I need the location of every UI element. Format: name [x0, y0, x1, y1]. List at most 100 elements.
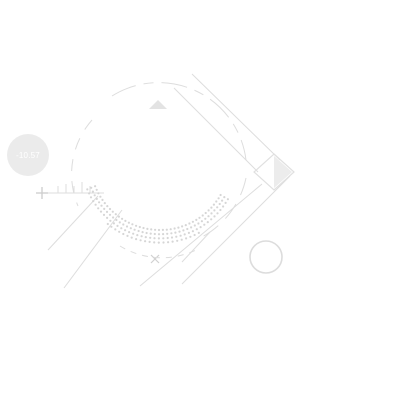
bottom-dashed-arc	[119, 245, 197, 259]
band-dot	[153, 237, 156, 240]
band-dot	[181, 225, 184, 228]
band-dot	[213, 209, 216, 212]
band-dot	[128, 231, 131, 234]
band-dot	[162, 233, 165, 236]
band-dot	[89, 196, 93, 199]
band-dot	[135, 238, 138, 241]
band-dot	[97, 207, 100, 210]
band-dot	[115, 218, 118, 222]
band-dot	[213, 215, 216, 218]
band-dot	[108, 213, 112, 216]
band-dot	[144, 240, 147, 243]
band-dot	[166, 236, 169, 240]
band-dot	[222, 205, 225, 208]
band-dot	[120, 227, 123, 230]
band-dot	[183, 233, 186, 236]
band-dot	[199, 226, 202, 229]
band-dot	[136, 234, 139, 237]
band-dot	[171, 240, 174, 243]
band-dot	[135, 224, 138, 227]
band-dot	[112, 216, 115, 219]
band-dot	[149, 236, 152, 239]
band-dot	[178, 230, 181, 233]
band-dot	[187, 231, 190, 234]
band-dot	[176, 239, 179, 242]
band-dot	[122, 223, 125, 226]
band-dot	[103, 207, 106, 210]
band-dot	[157, 233, 161, 236]
band-dot	[91, 190, 94, 193]
crosshair-icon	[36, 187, 48, 199]
band-dot	[207, 215, 210, 218]
band-dot	[219, 208, 222, 212]
band-dot	[210, 212, 213, 215]
dotted-band	[86, 185, 229, 244]
ruler-ticks	[57, 182, 91, 193]
band-dot	[100, 204, 103, 207]
band-dot	[169, 228, 172, 231]
band-dot	[103, 202, 106, 205]
band-dot	[162, 241, 165, 244]
band-dot	[117, 215, 120, 218]
band-dot	[122, 232, 125, 236]
band-dot	[201, 214, 204, 217]
band-dot	[129, 227, 132, 230]
band-dot	[179, 234, 182, 237]
band-dot	[149, 232, 152, 235]
band-dot	[175, 235, 178, 238]
band-dot	[197, 222, 200, 225]
band-dot	[224, 201, 227, 204]
band-dot	[185, 237, 188, 240]
band-dot	[207, 209, 210, 212]
band-dot	[114, 213, 117, 216]
band-dot	[198, 216, 201, 219]
band-dot	[118, 221, 121, 224]
band-dot	[108, 207, 112, 211]
band-dot	[153, 232, 156, 236]
band-dot	[109, 219, 112, 222]
band-dot	[153, 241, 156, 244]
band-dot	[97, 192, 100, 195]
band-dot	[124, 229, 127, 232]
band-dot	[138, 225, 141, 229]
diagonal-line-6	[63, 209, 123, 289]
band-dot	[180, 238, 183, 241]
band-dot	[161, 228, 164, 231]
band-dot	[125, 225, 129, 228]
band-dot	[167, 241, 170, 244]
band-dot	[203, 223, 206, 226]
band-dot	[210, 206, 213, 209]
band-dot	[110, 225, 113, 228]
band-dot	[118, 230, 121, 233]
diagonal-line-3	[181, 175, 291, 285]
band-dot	[218, 202, 221, 206]
band-dot	[88, 192, 91, 195]
diagonal-line-4	[139, 183, 263, 287]
band-dot	[166, 232, 169, 235]
band-dot	[130, 236, 133, 239]
diagonal-line-2	[173, 87, 259, 173]
band-dot	[216, 212, 219, 215]
band-dot	[148, 240, 151, 243]
band-dot	[92, 200, 95, 203]
band-dot	[193, 233, 196, 237]
diagonal-line-5	[47, 195, 99, 251]
band-dot	[157, 241, 160, 244]
band-dot	[223, 196, 226, 199]
band-dot	[102, 213, 106, 216]
band-dot	[94, 203, 97, 206]
diamond-icon	[253, 153, 295, 191]
inner-dashed-arc-left	[71, 119, 93, 207]
band-dot	[145, 231, 148, 235]
band-dot	[217, 197, 220, 200]
circle-outline-icon	[249, 240, 283, 274]
band-dot	[95, 188, 98, 191]
band-dot	[157, 228, 161, 232]
band-dot	[106, 205, 109, 208]
band-dot	[94, 185, 97, 188]
band-dot	[139, 239, 142, 242]
band-dot	[191, 230, 194, 233]
band-dot	[204, 211, 207, 215]
